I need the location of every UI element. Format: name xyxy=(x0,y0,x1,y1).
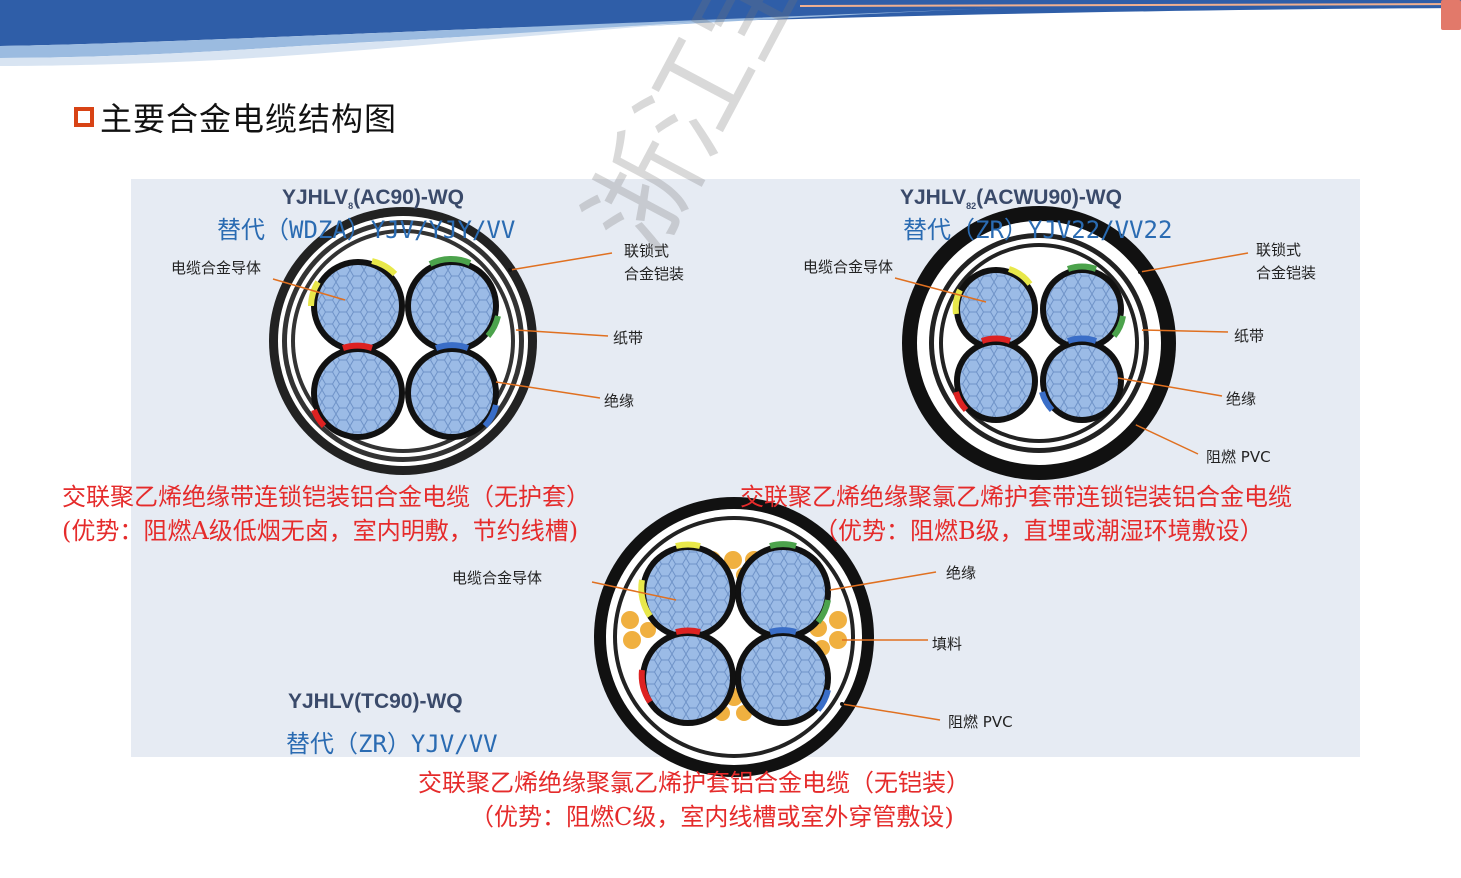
cable-2-label-paper-tape: 纸带 xyxy=(1234,327,1265,345)
cable-2-label-armor-2: 合金铠装 xyxy=(1256,264,1317,282)
cable-3-caption-advantage: （优势：阻燃C级，室内线槽或室外穿管敷设) xyxy=(470,803,954,831)
cable-2-label-insulation: 绝缘 xyxy=(1226,390,1257,408)
cable-1-label-armor-2: 合金铠装 xyxy=(624,265,685,283)
heading-text: 主要合金电缆结构图 xyxy=(100,100,398,138)
cable-1-cross-section xyxy=(269,207,613,475)
cable-2-cores xyxy=(952,263,1126,423)
cable-2-label-pvc: 阻燃 PVC xyxy=(1206,448,1271,466)
cable-1-caption-advantage: (优势：阻燃A级低烟无卤，室内明敷，节约线槽) xyxy=(62,517,579,545)
cable-3-cross-section xyxy=(591,497,941,777)
cable-2-alternative: 替代（ZR）YJV22/VV22 xyxy=(903,216,1173,244)
cable-3-label-filler: 填料 xyxy=(932,635,963,653)
cable-1-alternative: 替代（WDZA）YJV/YJY/VV xyxy=(217,216,516,244)
cable-1-label-conductor: 电缆合金导体 xyxy=(171,259,262,277)
square-bullet-icon xyxy=(74,107,94,127)
page-heading: 主要合金电缆结构图 xyxy=(74,94,397,140)
cable-2-caption-title: 交联聚乙烯绝缘聚氯乙烯护套带连锁铠装铝合金电缆 xyxy=(740,483,1292,511)
cable-1-label-armor-1: 联锁式 xyxy=(624,242,670,260)
cable-2-label-conductor: 电缆合金导体 xyxy=(803,258,894,276)
cable-2-label-armor-1: 联锁式 xyxy=(1256,241,1302,259)
corner-icon[interactable] xyxy=(1441,0,1461,30)
cable-2-model: YJHLV82(ACWU90)-WQ xyxy=(900,186,1122,212)
cable-1-label-paper-tape: 纸带 xyxy=(613,329,644,347)
cable-1-model: YJHLV8(AC90)-WQ xyxy=(282,186,464,212)
cable-3-label-conductor: 电缆合金导体 xyxy=(452,569,543,587)
cable-2-caption-advantage: （优势：阻燃B级，直埋或潮湿环境敷设） xyxy=(814,517,1264,545)
cable-3-cores xyxy=(638,541,831,726)
cable-1-label-insulation: 绝缘 xyxy=(604,392,635,410)
cable-3-label-pvc: 阻燃 PVC xyxy=(948,713,1013,731)
cable-3-alternative: 替代（ZR）YJV/VV xyxy=(286,730,498,758)
cable-3-model: YJHLV(TC90)-WQ xyxy=(288,690,463,713)
cable-3-label-insulation: 绝缘 xyxy=(946,564,977,582)
header-banner xyxy=(0,0,1461,66)
cable-1-caption-title: 交联聚乙烯绝缘带连锁铠装铝合金电缆（无护套） xyxy=(62,483,590,511)
cable-2-cross-section xyxy=(894,206,1249,480)
cable-3-caption-title: 交联聚乙烯绝缘聚氯乙烯护套铝合金电缆（无铠装） xyxy=(418,769,970,797)
cable-1-cores xyxy=(308,256,501,440)
